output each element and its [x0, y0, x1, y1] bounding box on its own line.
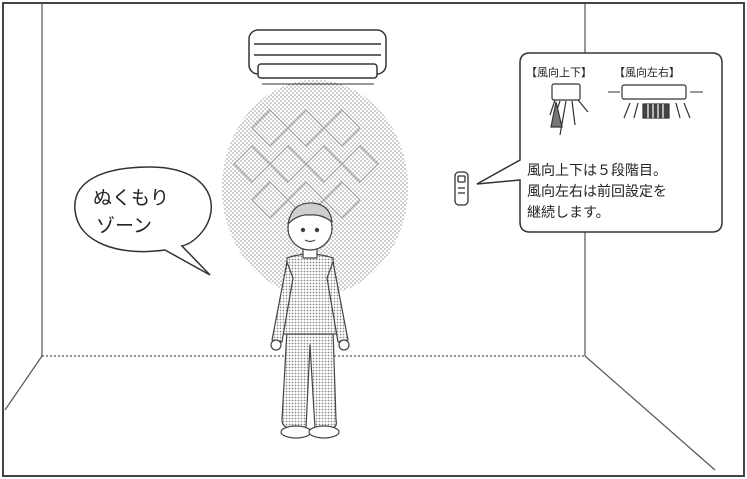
info-line-1: 風向上下は５段階目。 [527, 163, 667, 179]
horizontal-airflow-icon [608, 84, 703, 119]
vertical-airflow-icon [549, 83, 589, 136]
info-callout: 【風向上下】 【風向左右】 風向上下は５段階目。 風向左右は前回設定を 継続しま… [476, 52, 723, 233]
tag-horizontal-airflow: 【風向左右】 [614, 65, 680, 79]
tag-vertical-airflow: 【風向上下】 [526, 65, 592, 79]
bubble-line-1: ぬくもり [93, 187, 169, 209]
info-line-3: 継続します。 [527, 204, 610, 221]
info-line-2: 風向左右は前回設定を [527, 183, 667, 200]
air-conditioner-icon [248, 29, 387, 85]
bubble-line-2: ゾーン [96, 215, 152, 237]
remote-control-icon [454, 171, 469, 206]
warm-zone-area [222, 80, 408, 296]
warm-zone-speech-bubble: ぬくもり ゾーン [74, 166, 213, 276]
person-icon [270, 202, 350, 439]
